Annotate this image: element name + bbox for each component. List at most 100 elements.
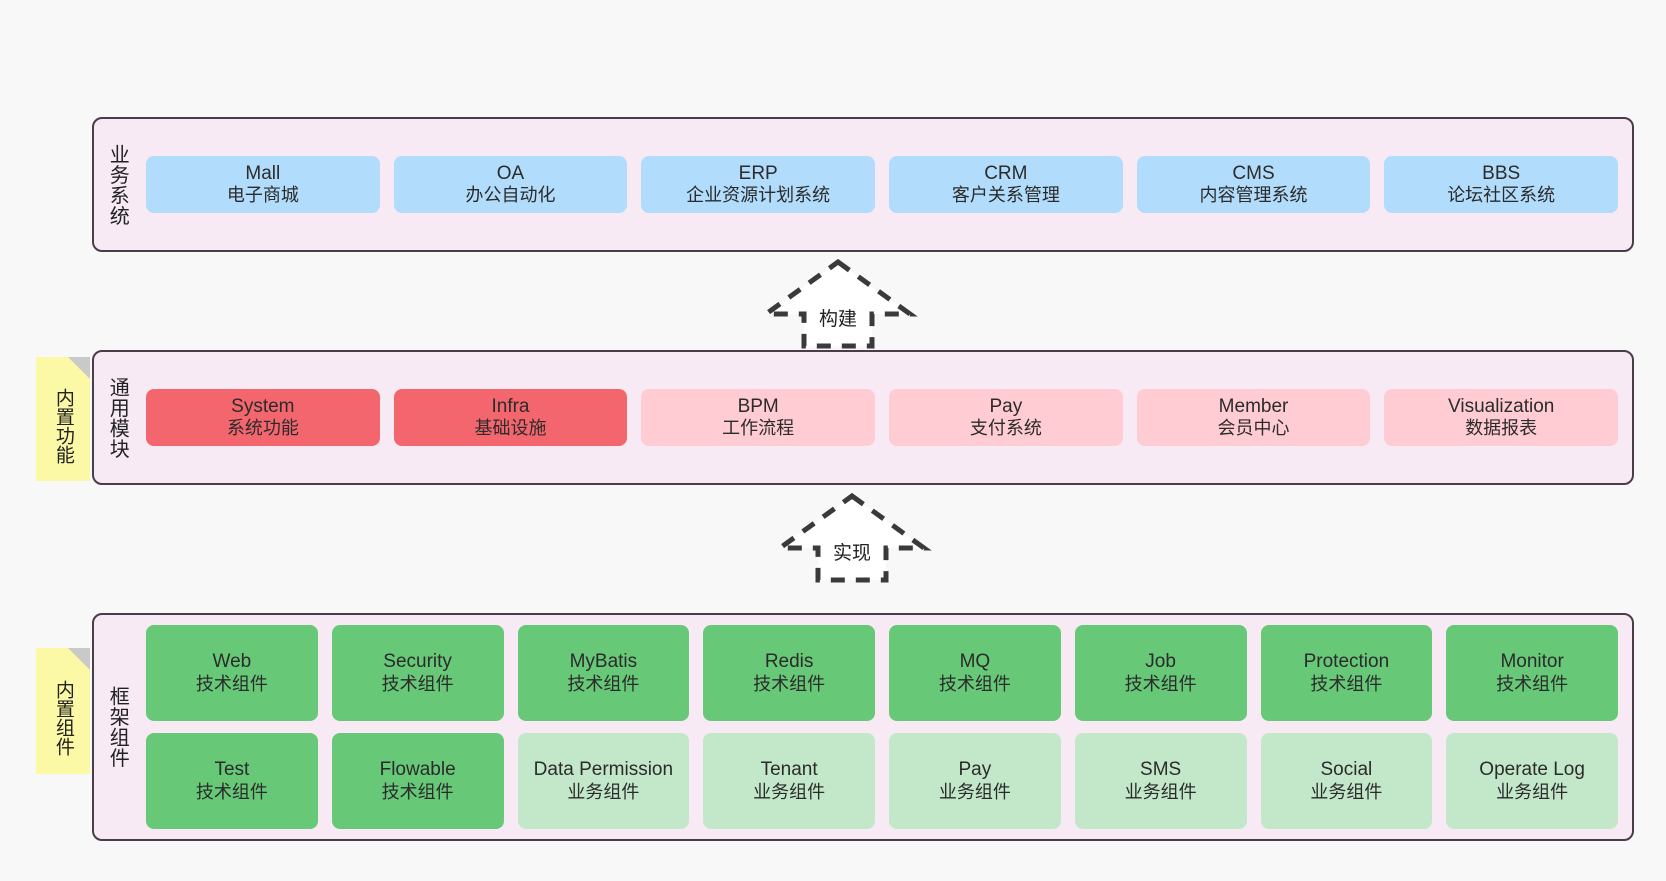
node-desc: 技术组件: [195, 781, 268, 802]
layer-business-title: 业务系统: [106, 143, 129, 226]
node-desc: 论坛社区系统: [1447, 185, 1556, 206]
node-name: Security: [383, 651, 452, 673]
node-desc: 企业资源计划系统: [686, 185, 831, 206]
node-desc: 业务组件: [567, 781, 640, 802]
node-desc: 系统功能: [226, 418, 299, 439]
node-desc: 会员中心: [1217, 418, 1290, 439]
node-name: Test: [214, 759, 250, 781]
node-name: Pay: [989, 395, 1023, 417]
node-desc: 技术组件: [1310, 673, 1383, 694]
node-name: MQ: [959, 651, 991, 673]
node-desc: 技术组件: [753, 673, 826, 694]
node-name: ERP: [738, 162, 778, 184]
connector-implement: 实现: [772, 492, 932, 583]
node-desc: 基础设施: [474, 418, 547, 439]
node-name: CRM: [984, 162, 1028, 184]
sticky-fold-icon: [68, 648, 90, 670]
node-name: Pay: [958, 759, 992, 781]
node-desc: 技术组件: [1496, 673, 1569, 694]
node-name: Flowable: [379, 759, 456, 781]
sticky-fold-icon: [68, 357, 90, 379]
node-name: Redis: [764, 651, 814, 673]
node-desc: 内容管理系统: [1199, 185, 1308, 206]
node-name: System: [231, 395, 295, 417]
sticky-note-builtin-components: 内置组件: [36, 648, 90, 774]
node-desc: 技术组件: [567, 673, 640, 694]
node-desc: 业务组件: [1496, 781, 1569, 802]
layer-framework-title: 框架组件: [106, 686, 129, 768]
connector-build-label: 构建: [818, 309, 857, 330]
node-name: Infra: [491, 395, 530, 417]
sticky-note-builtin-features-label: 内置功能: [52, 388, 74, 464]
node-desc: 业务组件: [1310, 781, 1383, 802]
node-name: Job: [1145, 651, 1176, 673]
node-name: CMS: [1232, 162, 1275, 184]
node-desc: 技术组件: [938, 673, 1011, 694]
node-desc: 技术组件: [381, 781, 454, 802]
node-name: OA: [496, 162, 525, 184]
node-name: Mall: [245, 162, 281, 184]
implement-arrow-icon: [772, 492, 932, 583]
node-desc: 技术组件: [195, 673, 268, 694]
node-desc: 业务组件: [753, 781, 826, 802]
node-name: Social: [1320, 759, 1373, 781]
node-name: Tenant: [760, 759, 818, 781]
node-name: Operate Log: [1479, 759, 1585, 781]
node-name: Visualization: [1448, 395, 1555, 417]
node-desc: 技术组件: [1124, 673, 1197, 694]
node-name: Monitor: [1500, 651, 1564, 673]
node-name: Web: [212, 651, 252, 673]
node-desc: 支付系统: [969, 418, 1042, 439]
node-desc: 办公自动化: [465, 185, 556, 206]
node-name: BPM: [737, 395, 779, 417]
node-name: MyBatis: [569, 651, 638, 673]
node-name: Data Permission: [533, 759, 674, 781]
node-desc: 数据报表: [1465, 418, 1538, 439]
node-name: BBS: [1482, 162, 1521, 184]
node-name: SMS: [1140, 759, 1182, 781]
sticky-note-builtin-features: 内置功能: [36, 357, 90, 481]
node-desc: 技术组件: [381, 673, 454, 694]
node-desc: 客户关系管理: [951, 185, 1060, 206]
node-name: Member: [1218, 395, 1289, 417]
node-desc: 业务组件: [938, 781, 1011, 802]
connector-implement-label: 实现: [832, 543, 871, 564]
node-desc: 工作流程: [722, 418, 795, 439]
node-desc: 业务组件: [1124, 781, 1197, 802]
